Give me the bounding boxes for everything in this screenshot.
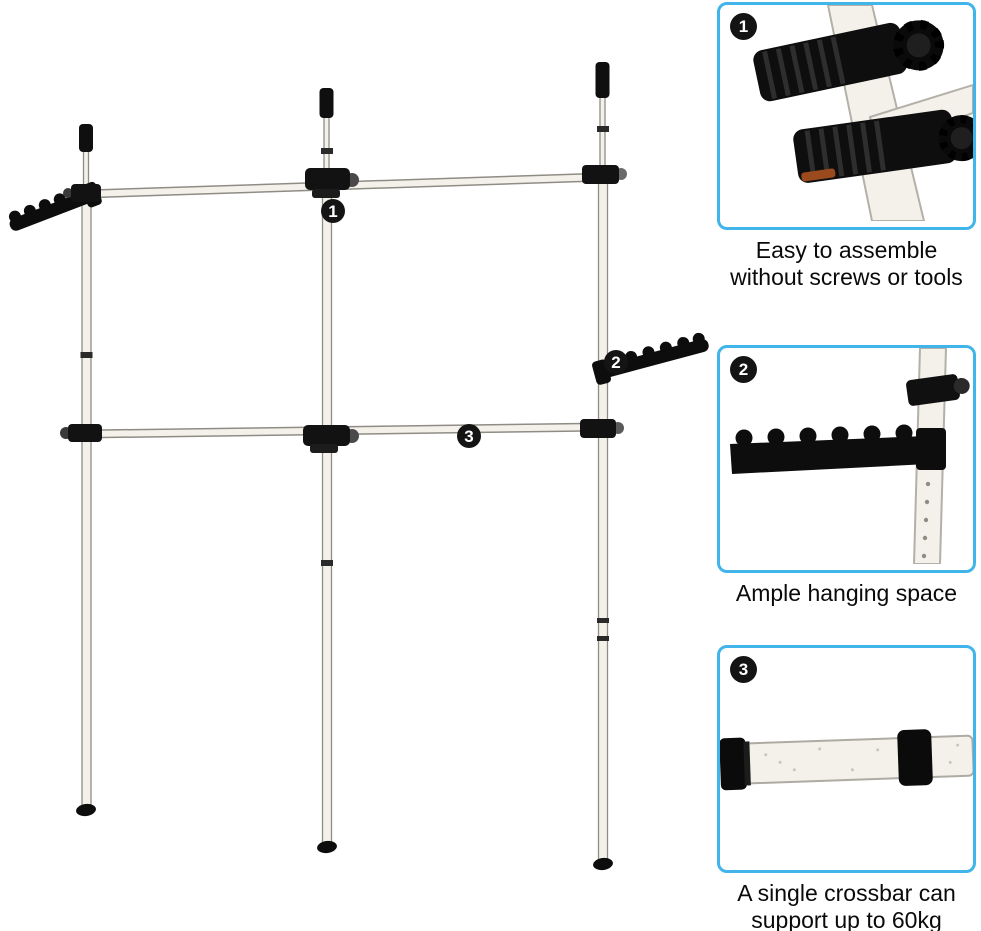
clamp-top-left	[63, 184, 101, 202]
feature-1-caption: Easy to assemble without screws or tools	[730, 237, 963, 290]
hook-rail-closeup-image	[730, 348, 970, 564]
svg-text:2: 2	[611, 353, 620, 372]
pole-foot	[593, 857, 613, 871]
feature-1-image-frame: 1	[717, 2, 976, 230]
lower-clamp	[793, 109, 973, 183]
feature-2-image-frame: 2	[717, 345, 976, 573]
pole-cap	[595, 62, 610, 98]
pole-joint-band	[597, 618, 609, 623]
feature-panel-3: 3 A single crossbar can support up to 60…	[717, 645, 976, 931]
pole-foot	[317, 840, 337, 854]
callout-3-badge: 3	[457, 424, 481, 448]
feature-panel-2: 2 Ample hanging space	[717, 345, 976, 607]
pole-joint-band	[597, 126, 609, 132]
feature-2-badge: 2	[730, 356, 757, 383]
feature-3-caption: A single crossbar can support up to 60kg	[737, 880, 956, 931]
feature-3-image-frame: 3	[717, 645, 976, 873]
pole-clamp-small	[906, 374, 970, 406]
upper-clamp	[753, 19, 945, 102]
svg-text:3: 3	[464, 427, 473, 446]
clamp-middle-middle	[303, 425, 359, 453]
pole-left	[76, 124, 96, 817]
pole-clamp-closeup-image	[753, 5, 973, 221]
crossbar-tube	[722, 734, 973, 786]
crossbar-ring-closeup-image	[720, 729, 973, 791]
pole-cap	[319, 88, 334, 118]
hook-rail	[730, 424, 946, 474]
feature-1-badge: 1	[730, 13, 757, 40]
garment-rack-illustration: 1 2 3	[8, 62, 709, 871]
pole-joint-band	[321, 148, 333, 154]
feature-3-badge: 3	[730, 656, 757, 683]
feature-2-caption: Ample hanging space	[735, 580, 958, 606]
pole-joint-band	[321, 560, 333, 566]
pole-joint-band	[80, 352, 93, 358]
locking-ring	[897, 729, 933, 786]
svg-text:1: 1	[328, 202, 337, 221]
end-bracket	[720, 737, 747, 791]
clamp-top-right	[582, 165, 627, 184]
callout-2-badge: 2	[604, 350, 628, 374]
callout-1-badge: 1	[321, 199, 345, 223]
clamp-middle-left	[60, 424, 102, 442]
pole-foot	[76, 803, 96, 817]
pole-cap	[79, 124, 93, 152]
pole-joint-band	[597, 636, 609, 641]
clamp-middle-right	[580, 419, 624, 438]
clamp-top-middle	[305, 168, 359, 198]
feature-panel-1: 1	[717, 2, 976, 291]
